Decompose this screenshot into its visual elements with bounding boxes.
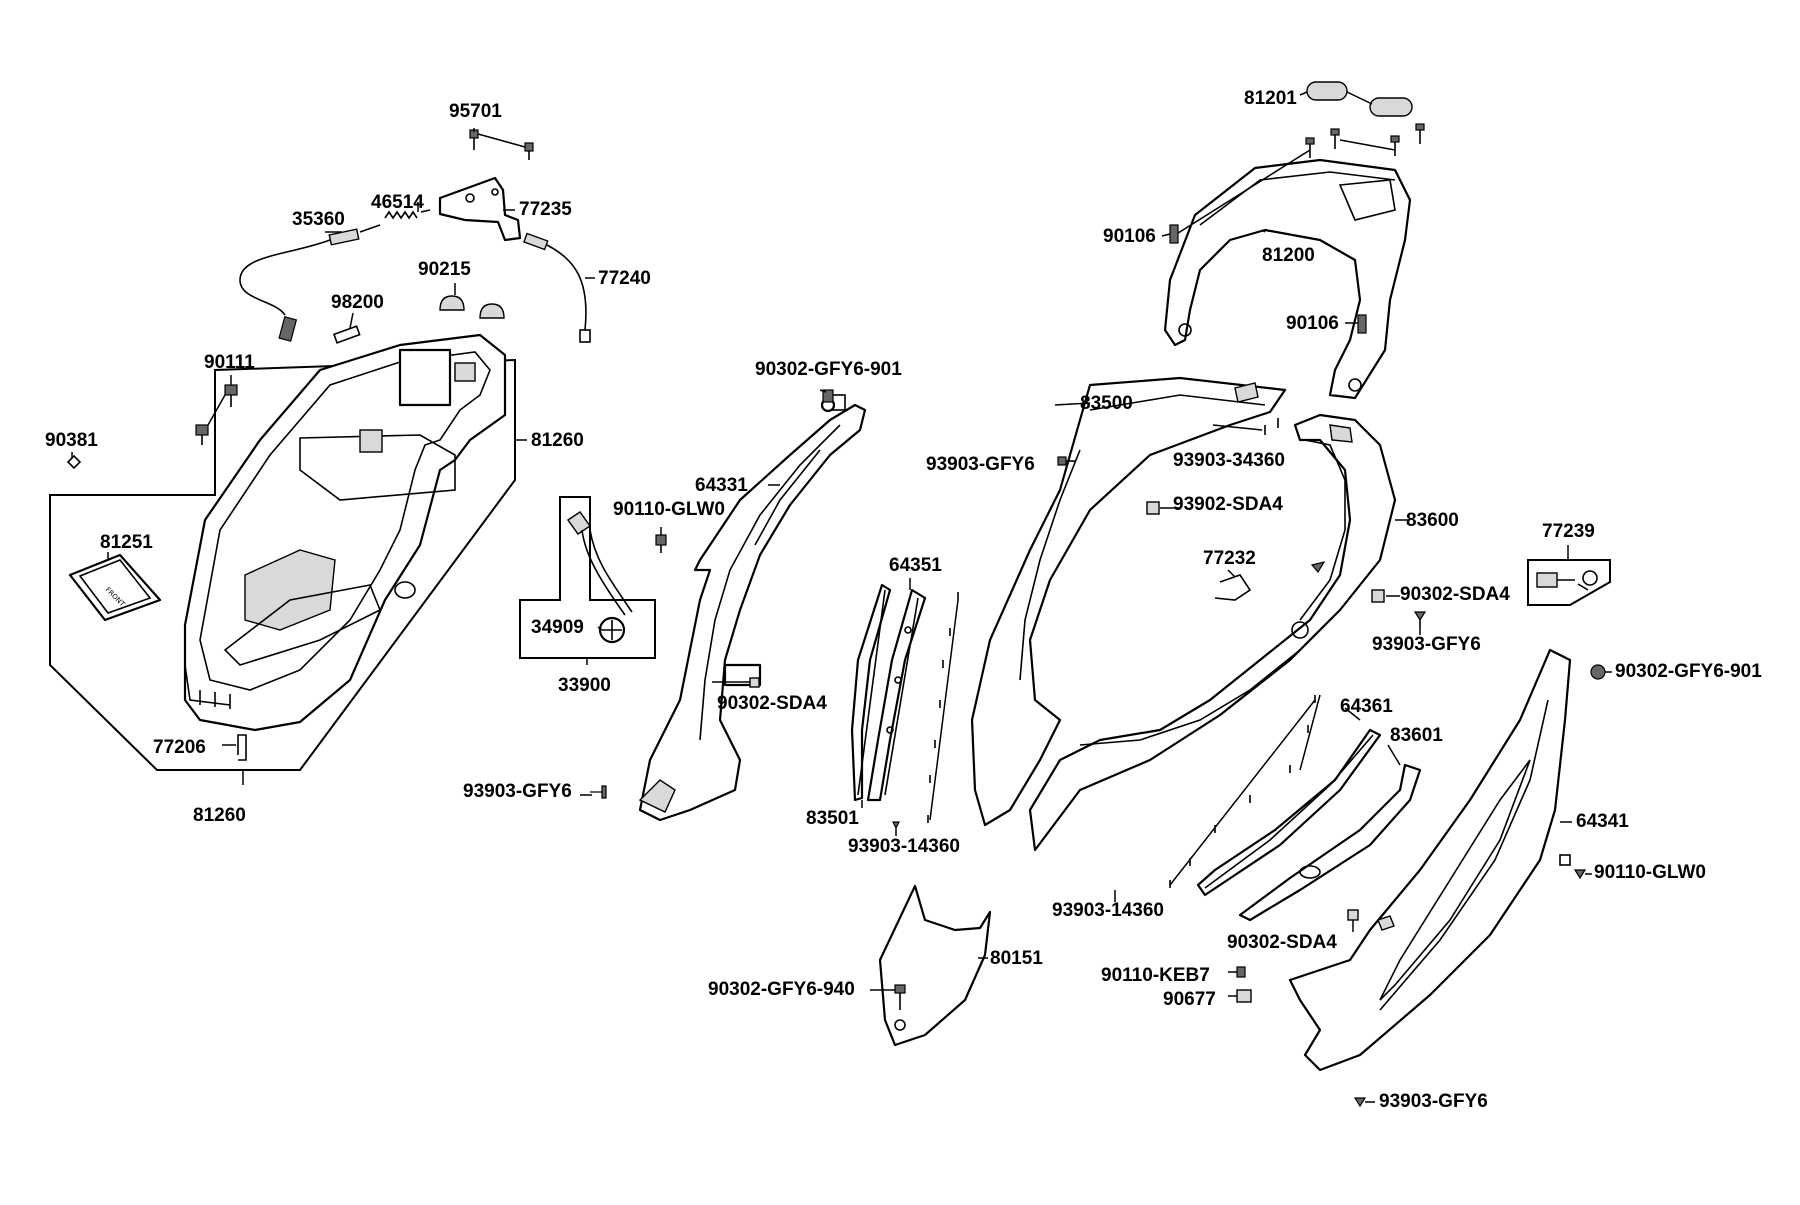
hook-77206 xyxy=(237,734,247,761)
part-label-83601: 83601 xyxy=(1390,725,1443,746)
screws-93903-14360-right xyxy=(1169,694,1321,888)
part-label-64341: 64341 xyxy=(1576,811,1629,832)
part-label-64331: 64331 xyxy=(695,475,748,496)
clip-90302-sda4-right xyxy=(1371,589,1385,603)
part-label-77235: 77235 xyxy=(519,199,572,220)
part-label-90302-gfy6-901-left: 90302-GFY6-901 xyxy=(755,359,902,380)
strip-83601 xyxy=(1238,763,1422,922)
bracket-77232 xyxy=(1214,574,1252,601)
clip-93902-sda4 xyxy=(1146,501,1160,515)
part-label-81260-top: 81260 xyxy=(531,430,584,451)
screw-93903-gfy6-right xyxy=(1413,611,1427,628)
part-label-90110-glw0-right: 90110-GLW0 xyxy=(1594,862,1706,883)
screw-90110-glw0-right xyxy=(1573,869,1587,880)
part-label-83501: 83501 xyxy=(806,808,859,829)
bolt-90111 xyxy=(195,384,238,445)
cable-35360 xyxy=(239,224,381,342)
part-label-93903-34360: 93903-34360 xyxy=(1173,450,1285,471)
part-label-93903-gfy6-right: 93903-GFY6 xyxy=(1372,634,1481,655)
cable-77240 xyxy=(523,232,591,343)
screw-93903-gfy6-center xyxy=(1057,456,1076,466)
side-cover-83500 xyxy=(970,376,1287,827)
screw-90302-gfy6-901-right xyxy=(1590,664,1606,680)
part-label-90106-left: 90106 xyxy=(1103,226,1156,247)
part-label-34909: 34909 xyxy=(531,617,584,638)
strip-64361 xyxy=(1196,728,1382,897)
part-label-90302-sda4-left: 90302-SDA4 xyxy=(717,693,827,714)
screws-93903-14360-left xyxy=(892,592,959,830)
screw-93903-gfy6-left xyxy=(590,785,607,799)
part-label-90302-sda4-bottom: 90302-SDA4 xyxy=(1227,932,1337,953)
bolt-90110-glw0-left xyxy=(655,534,667,553)
part-label-90302-sda4-right: 90302-SDA4 xyxy=(1400,584,1510,605)
part-label-83500: 83500 xyxy=(1080,393,1133,414)
part-label-83600: 83600 xyxy=(1406,510,1459,531)
side-panel-64341 xyxy=(1288,648,1572,1072)
part-label-77240: 77240 xyxy=(598,268,651,289)
clip-90381 xyxy=(66,454,82,470)
part-label-80151: 80151 xyxy=(990,948,1043,969)
part-label-81260-bottom: 81260 xyxy=(193,805,246,826)
bolt-90106-left xyxy=(1169,224,1179,244)
cap-nut-90215 xyxy=(439,295,505,319)
clip-90302-sda4-bottom xyxy=(1347,909,1359,921)
part-label-93903-gfy6-center: 93903-GFY6 xyxy=(926,454,1035,475)
part-label-46514: 46514 xyxy=(371,192,424,213)
cap-81201 xyxy=(1306,81,1413,117)
part-label-77239: 77239 xyxy=(1542,521,1595,542)
part-label-93903-14360-left: 93903-14360 xyxy=(848,836,960,857)
part-label-64361: 64361 xyxy=(1340,696,1393,717)
leader-lines xyxy=(71,91,1612,1103)
carrier-81200 xyxy=(1163,158,1412,400)
seat-lock-bracket-77235 xyxy=(438,176,522,242)
screw-93903-gfy6-bottom xyxy=(1353,1097,1367,1108)
clip-90302-sda4-left xyxy=(749,677,760,688)
bolt-90110-keb7 xyxy=(1236,966,1246,978)
screw-93903-34360 xyxy=(1264,418,1279,435)
part-label-90110-glw0-left: 90110-GLW0 xyxy=(613,499,725,520)
part-label-77232: 77232 xyxy=(1203,548,1256,569)
lock-77239 xyxy=(1527,559,1611,606)
bolt-90302-gfy6-940 xyxy=(894,984,906,1010)
part-label-93902-sda4: 93902-SDA4 xyxy=(1173,494,1283,515)
part-label-64351: 64351 xyxy=(889,555,942,576)
part-label-90302-gfy6-940: 90302-GFY6-940 xyxy=(708,979,855,1000)
part-label-90302-gfy6-901-right: 90302-GFY6-901 xyxy=(1615,661,1762,682)
spring-46514 xyxy=(384,209,431,220)
part-label-81200: 81200 xyxy=(1262,245,1315,266)
luggage-box-81260 xyxy=(49,333,516,771)
part-label-81251: 81251 xyxy=(100,532,153,553)
nut-90677 xyxy=(1236,989,1252,1003)
part-label-93903-gfy6-bottom: 93903-GFY6 xyxy=(1379,1091,1488,1112)
bolt-90106-right xyxy=(1357,314,1367,334)
part-label-93903-gfy6-left: 93903-GFY6 xyxy=(463,781,572,802)
bolt-95701 xyxy=(469,129,534,160)
part-label-35360: 35360 xyxy=(292,209,345,230)
part-label-95701: 95701 xyxy=(449,101,502,122)
part-label-90111: 90111 xyxy=(204,352,255,373)
seat-switch-33900 xyxy=(519,496,656,659)
part-label-90381: 90381 xyxy=(45,430,98,451)
part-label-90677: 90677 xyxy=(1163,989,1216,1010)
strip-83501 xyxy=(850,583,892,802)
center-cover-80151 xyxy=(878,884,992,1047)
part-label-77206: 77206 xyxy=(153,737,206,758)
part-label-98200: 98200 xyxy=(331,292,384,313)
strip-64351 xyxy=(866,588,927,802)
part-label-90106-right: 90106 xyxy=(1286,313,1339,334)
fuse-98200 xyxy=(332,325,361,344)
part-label-33900: 33900 xyxy=(558,675,611,696)
part-label-81201: 81201 xyxy=(1244,88,1297,109)
part-label-90215: 90215 xyxy=(418,259,471,280)
bolts-81200 xyxy=(1174,123,1425,236)
side-cover-83600 xyxy=(1028,413,1397,852)
screw-90302-gfy6-901-left xyxy=(822,389,834,403)
part-label-93903-14360-right: 93903-14360 xyxy=(1052,900,1164,921)
part-label-90110-keb7: 90110-KEB7 xyxy=(1101,965,1210,986)
cover-81251: FRONT xyxy=(68,553,162,622)
inner-panel-64331 xyxy=(638,394,867,822)
